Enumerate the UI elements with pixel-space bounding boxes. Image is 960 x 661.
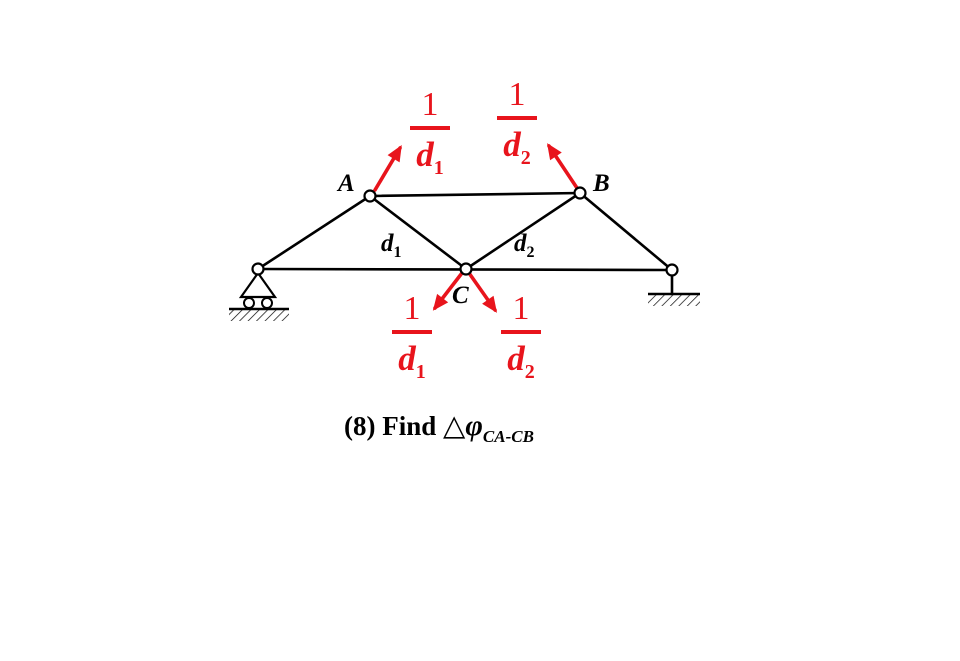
fraction-den-base: d	[416, 135, 434, 174]
member-label-d2-sub: 2	[526, 244, 535, 261]
joint-right-support	[665, 263, 679, 277]
member-b-to-right-support	[578, 191, 674, 272]
fraction-bar	[497, 116, 537, 120]
support-left-roller-1	[243, 297, 255, 309]
member-label-d1-sub: 1	[393, 244, 402, 261]
support-left-hatching	[229, 309, 289, 321]
unit-couple-label-top-right: 1 d2	[497, 76, 537, 168]
problem-caption: (8) Find △φCA-CB	[344, 409, 534, 446]
unit-force-arrow-at-b	[547, 143, 579, 190]
member-label-d1: d1	[381, 230, 402, 261]
unit-load-arrows	[373, 143, 579, 313]
unit-couple-label-bottom-left: 1 d1	[392, 290, 432, 382]
joint-b	[573, 186, 587, 200]
joint-c	[459, 262, 473, 276]
fraction-den-sub: 2	[524, 361, 535, 383]
member-label-d1-base: d	[381, 230, 394, 257]
fraction-numerator: 1	[512, 290, 530, 327]
unit-force-arrow-at-c-left	[432, 271, 464, 311]
fraction-den-sub: 1	[415, 361, 426, 383]
joint-left-support	[251, 262, 265, 276]
joint-label-b: B	[593, 170, 610, 197]
fraction-den-base: d	[503, 125, 521, 164]
member-label-d2-base: d	[514, 230, 527, 257]
fraction-den-sub: 2	[520, 147, 531, 169]
unit-force-arrow-at-c-right	[467, 271, 498, 313]
joint-a	[363, 189, 377, 203]
phi-symbol: φ	[465, 409, 483, 442]
fraction-den-base: d	[398, 339, 416, 378]
truss-joints	[251, 186, 679, 277]
fraction-numerator: 1	[403, 290, 421, 327]
fraction-numerator: 1	[508, 76, 526, 113]
support-left-triangle	[238, 271, 278, 299]
fraction-bar	[501, 330, 541, 334]
fraction-den-sub: 1	[433, 157, 444, 179]
delta-symbol: △	[443, 410, 466, 442]
member-c-b	[464, 191, 582, 271]
support-left	[229, 271, 289, 321]
member-a-b	[368, 191, 582, 198]
fraction-den-base: d	[507, 339, 525, 378]
caption-prefix: (8) Find	[344, 411, 444, 441]
unit-couple-label-bottom-right: 1 d2	[501, 290, 541, 382]
caption-subscript: CA-CB	[482, 427, 534, 446]
support-right	[648, 274, 700, 306]
fraction-bar	[410, 126, 450, 130]
support-left-roller-2	[261, 297, 273, 309]
fraction-denominator: d1	[416, 133, 444, 178]
member-left-support-to-a	[256, 194, 372, 271]
member-a-c	[368, 194, 468, 271]
joint-label-c: C	[452, 282, 469, 309]
fraction-numerator: 1	[421, 86, 439, 123]
joint-label-a: A	[338, 170, 355, 197]
member-label-d2: d2	[514, 230, 535, 261]
fraction-denominator: d1	[398, 337, 426, 382]
support-right-hatching	[648, 294, 700, 306]
unit-force-arrow-at-a	[373, 144, 402, 192]
fraction-denominator: d2	[503, 123, 531, 168]
truss-members	[256, 191, 674, 272]
fraction-bar	[392, 330, 432, 334]
fraction-denominator: d2	[507, 337, 535, 382]
unit-couple-label-top-left: 1 d1	[410, 86, 450, 178]
